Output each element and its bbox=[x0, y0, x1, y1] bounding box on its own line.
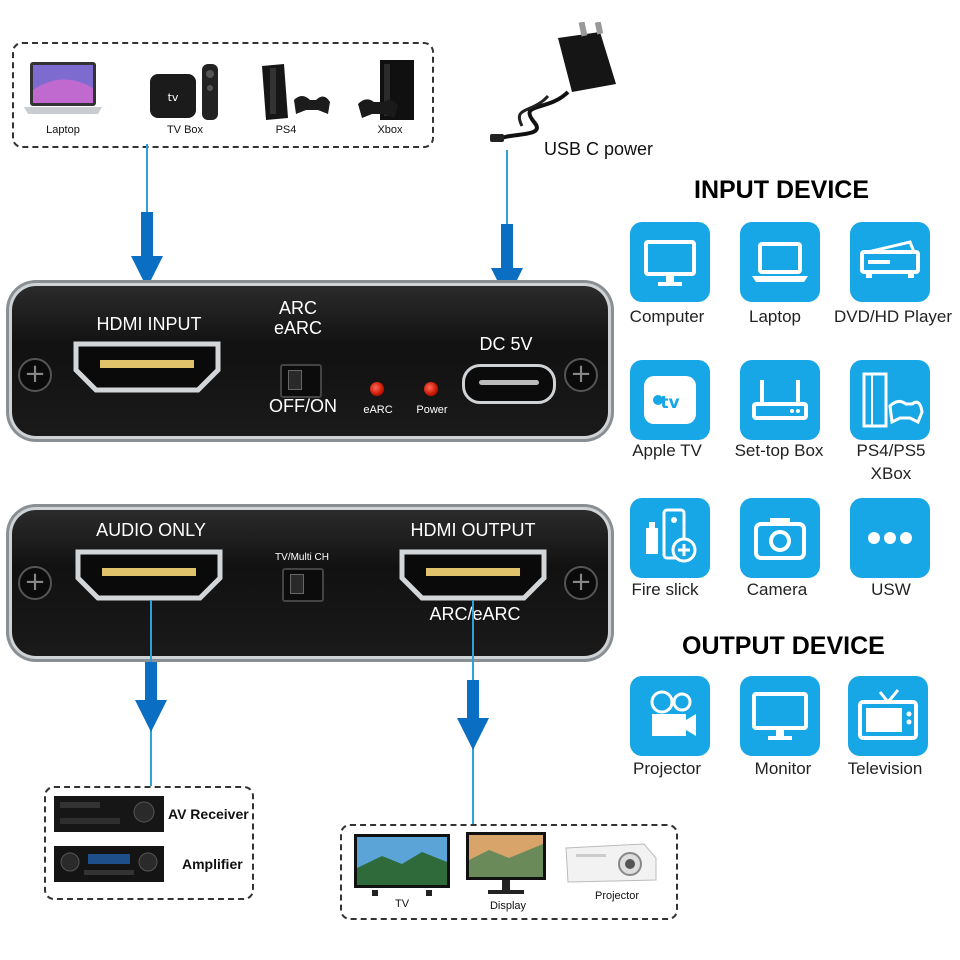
display-devices-box: TV Display Projector bbox=[340, 824, 678, 920]
back-panel: + + AUDIO ONLY TV/Multi CH HDMI OUTPUT A… bbox=[12, 510, 608, 656]
svg-text:tv: tv bbox=[660, 393, 679, 413]
projector-photo bbox=[565, 843, 657, 883]
power-adapter-photo bbox=[490, 22, 616, 142]
game-console-label: PS4/PS5 bbox=[856, 441, 926, 460]
laptop-tile bbox=[740, 222, 820, 302]
apple-tv-label: Apple TV bbox=[632, 441, 702, 460]
power-label: USB C power bbox=[544, 139, 654, 159]
tv-photo bbox=[354, 834, 450, 896]
hdmi-input-port[interactable] bbox=[72, 340, 222, 394]
game-console-tile bbox=[850, 360, 930, 440]
hdmi-output-port[interactable] bbox=[398, 548, 548, 602]
game-console-icon bbox=[862, 372, 924, 428]
laptop-label: Laptop bbox=[749, 307, 801, 326]
amplifier-photo bbox=[54, 846, 164, 882]
more-icon bbox=[868, 532, 912, 544]
television-tile bbox=[848, 676, 928, 756]
earc-led-label: eARC bbox=[363, 404, 393, 416]
audio-only-hdmi-port[interactable] bbox=[74, 548, 224, 602]
down-arrow-icon bbox=[457, 680, 489, 750]
dvd-player-tile bbox=[850, 222, 930, 302]
arc-label-line1: ARC bbox=[278, 298, 317, 318]
front-panel: + + HDMI INPUT ARC eARC OFF/ON eARC Powe… bbox=[12, 286, 608, 436]
source-label-ps4: PS4 bbox=[275, 124, 297, 136]
display-label: Display bbox=[489, 900, 527, 912]
output-device-title: OUTPUT DEVICE bbox=[682, 632, 885, 660]
projector-tile bbox=[630, 676, 710, 756]
apple-tv-icon: tv bbox=[644, 376, 696, 424]
source-devices-box: Laptop tv TV Box PS4 Xbox bbox=[12, 42, 434, 148]
amplifier-label: Amplifier bbox=[182, 856, 243, 872]
camera-label: Camera bbox=[746, 580, 808, 599]
tv-box-photo: tv bbox=[150, 64, 218, 120]
fire-stick-tile bbox=[630, 498, 710, 578]
tv-multi-ch-switch[interactable] bbox=[282, 568, 324, 602]
display-photo bbox=[466, 832, 546, 894]
more-tile bbox=[850, 498, 930, 578]
earc-led-icon bbox=[370, 382, 384, 396]
av-receiver-photo bbox=[54, 796, 164, 832]
source-label-laptop: Laptop bbox=[46, 124, 80, 136]
camera-tile bbox=[740, 498, 820, 578]
dvd-player-icon bbox=[860, 240, 920, 278]
laptop-icon bbox=[752, 242, 808, 282]
game-console-label-2: XBox bbox=[870, 464, 912, 483]
camera-icon bbox=[754, 518, 806, 560]
fire-stick-label: Fire slick bbox=[631, 580, 699, 599]
fire-stick-icon bbox=[646, 508, 697, 563]
set-top-box-tile bbox=[740, 360, 820, 440]
computer-icon bbox=[644, 240, 696, 286]
audio-devices-box: AV Receiver Amplifier bbox=[44, 786, 254, 900]
projector-tile-label: Projector bbox=[632, 759, 702, 778]
arc-toggle-switch[interactable] bbox=[280, 364, 322, 398]
arc-earc-label: ARC/eARC bbox=[429, 604, 521, 624]
ps4-photo bbox=[262, 64, 330, 120]
down-arrow-icon bbox=[131, 212, 163, 288]
screw-icon: + bbox=[564, 566, 598, 600]
television-icon bbox=[858, 689, 918, 740]
television-label: Television bbox=[847, 759, 923, 778]
projector-icon bbox=[650, 690, 696, 736]
svg-text:tv: tv bbox=[168, 91, 179, 104]
computer-tile bbox=[630, 222, 710, 302]
computer-label: Computer bbox=[629, 307, 705, 326]
monitor-tile bbox=[740, 676, 820, 756]
projector-label: Projector bbox=[594, 890, 640, 902]
set-top-box-icon bbox=[752, 380, 808, 420]
set-top-box-label: Set-top Box bbox=[734, 441, 824, 460]
power-led-label: Power bbox=[416, 404, 448, 416]
av-receiver-label: AV Receiver bbox=[168, 806, 249, 822]
tv-label: TV bbox=[394, 898, 410, 910]
dvd-player-label: DVD/HD Player bbox=[833, 307, 953, 326]
screw-icon: + bbox=[564, 358, 598, 392]
arc-label-line2: eARC bbox=[273, 318, 322, 338]
monitor-label: Monitor bbox=[754, 759, 812, 778]
source-label-tv-box: TV Box bbox=[166, 124, 204, 136]
hdmi-input-label: HDMI INPUT bbox=[96, 314, 202, 334]
monitor-icon bbox=[752, 692, 808, 740]
apple-tv-tile: tv bbox=[630, 360, 710, 440]
more-label: USW bbox=[871, 580, 911, 599]
dc-5v-label: DC 5V bbox=[479, 334, 533, 354]
screw-icon: + bbox=[18, 358, 52, 392]
laptop-photo bbox=[24, 62, 102, 114]
down-arrow-icon bbox=[135, 662, 167, 732]
audio-only-label: AUDIO ONLY bbox=[96, 520, 206, 540]
power-led-icon bbox=[424, 382, 438, 396]
input-device-title: INPUT DEVICE bbox=[694, 176, 870, 204]
hdmi-output-label: HDMI OUTPUT bbox=[410, 520, 536, 540]
tv-multi-ch-label: TV/Multi CH bbox=[275, 552, 329, 563]
usb-c-port[interactable] bbox=[462, 364, 556, 404]
down-arrow-icon bbox=[491, 224, 523, 300]
screw-icon: + bbox=[18, 566, 52, 600]
source-label-xbox: Xbox bbox=[377, 124, 403, 136]
switch-off-on-label: OFF/ON bbox=[269, 396, 337, 416]
xbox-photo bbox=[358, 60, 414, 120]
